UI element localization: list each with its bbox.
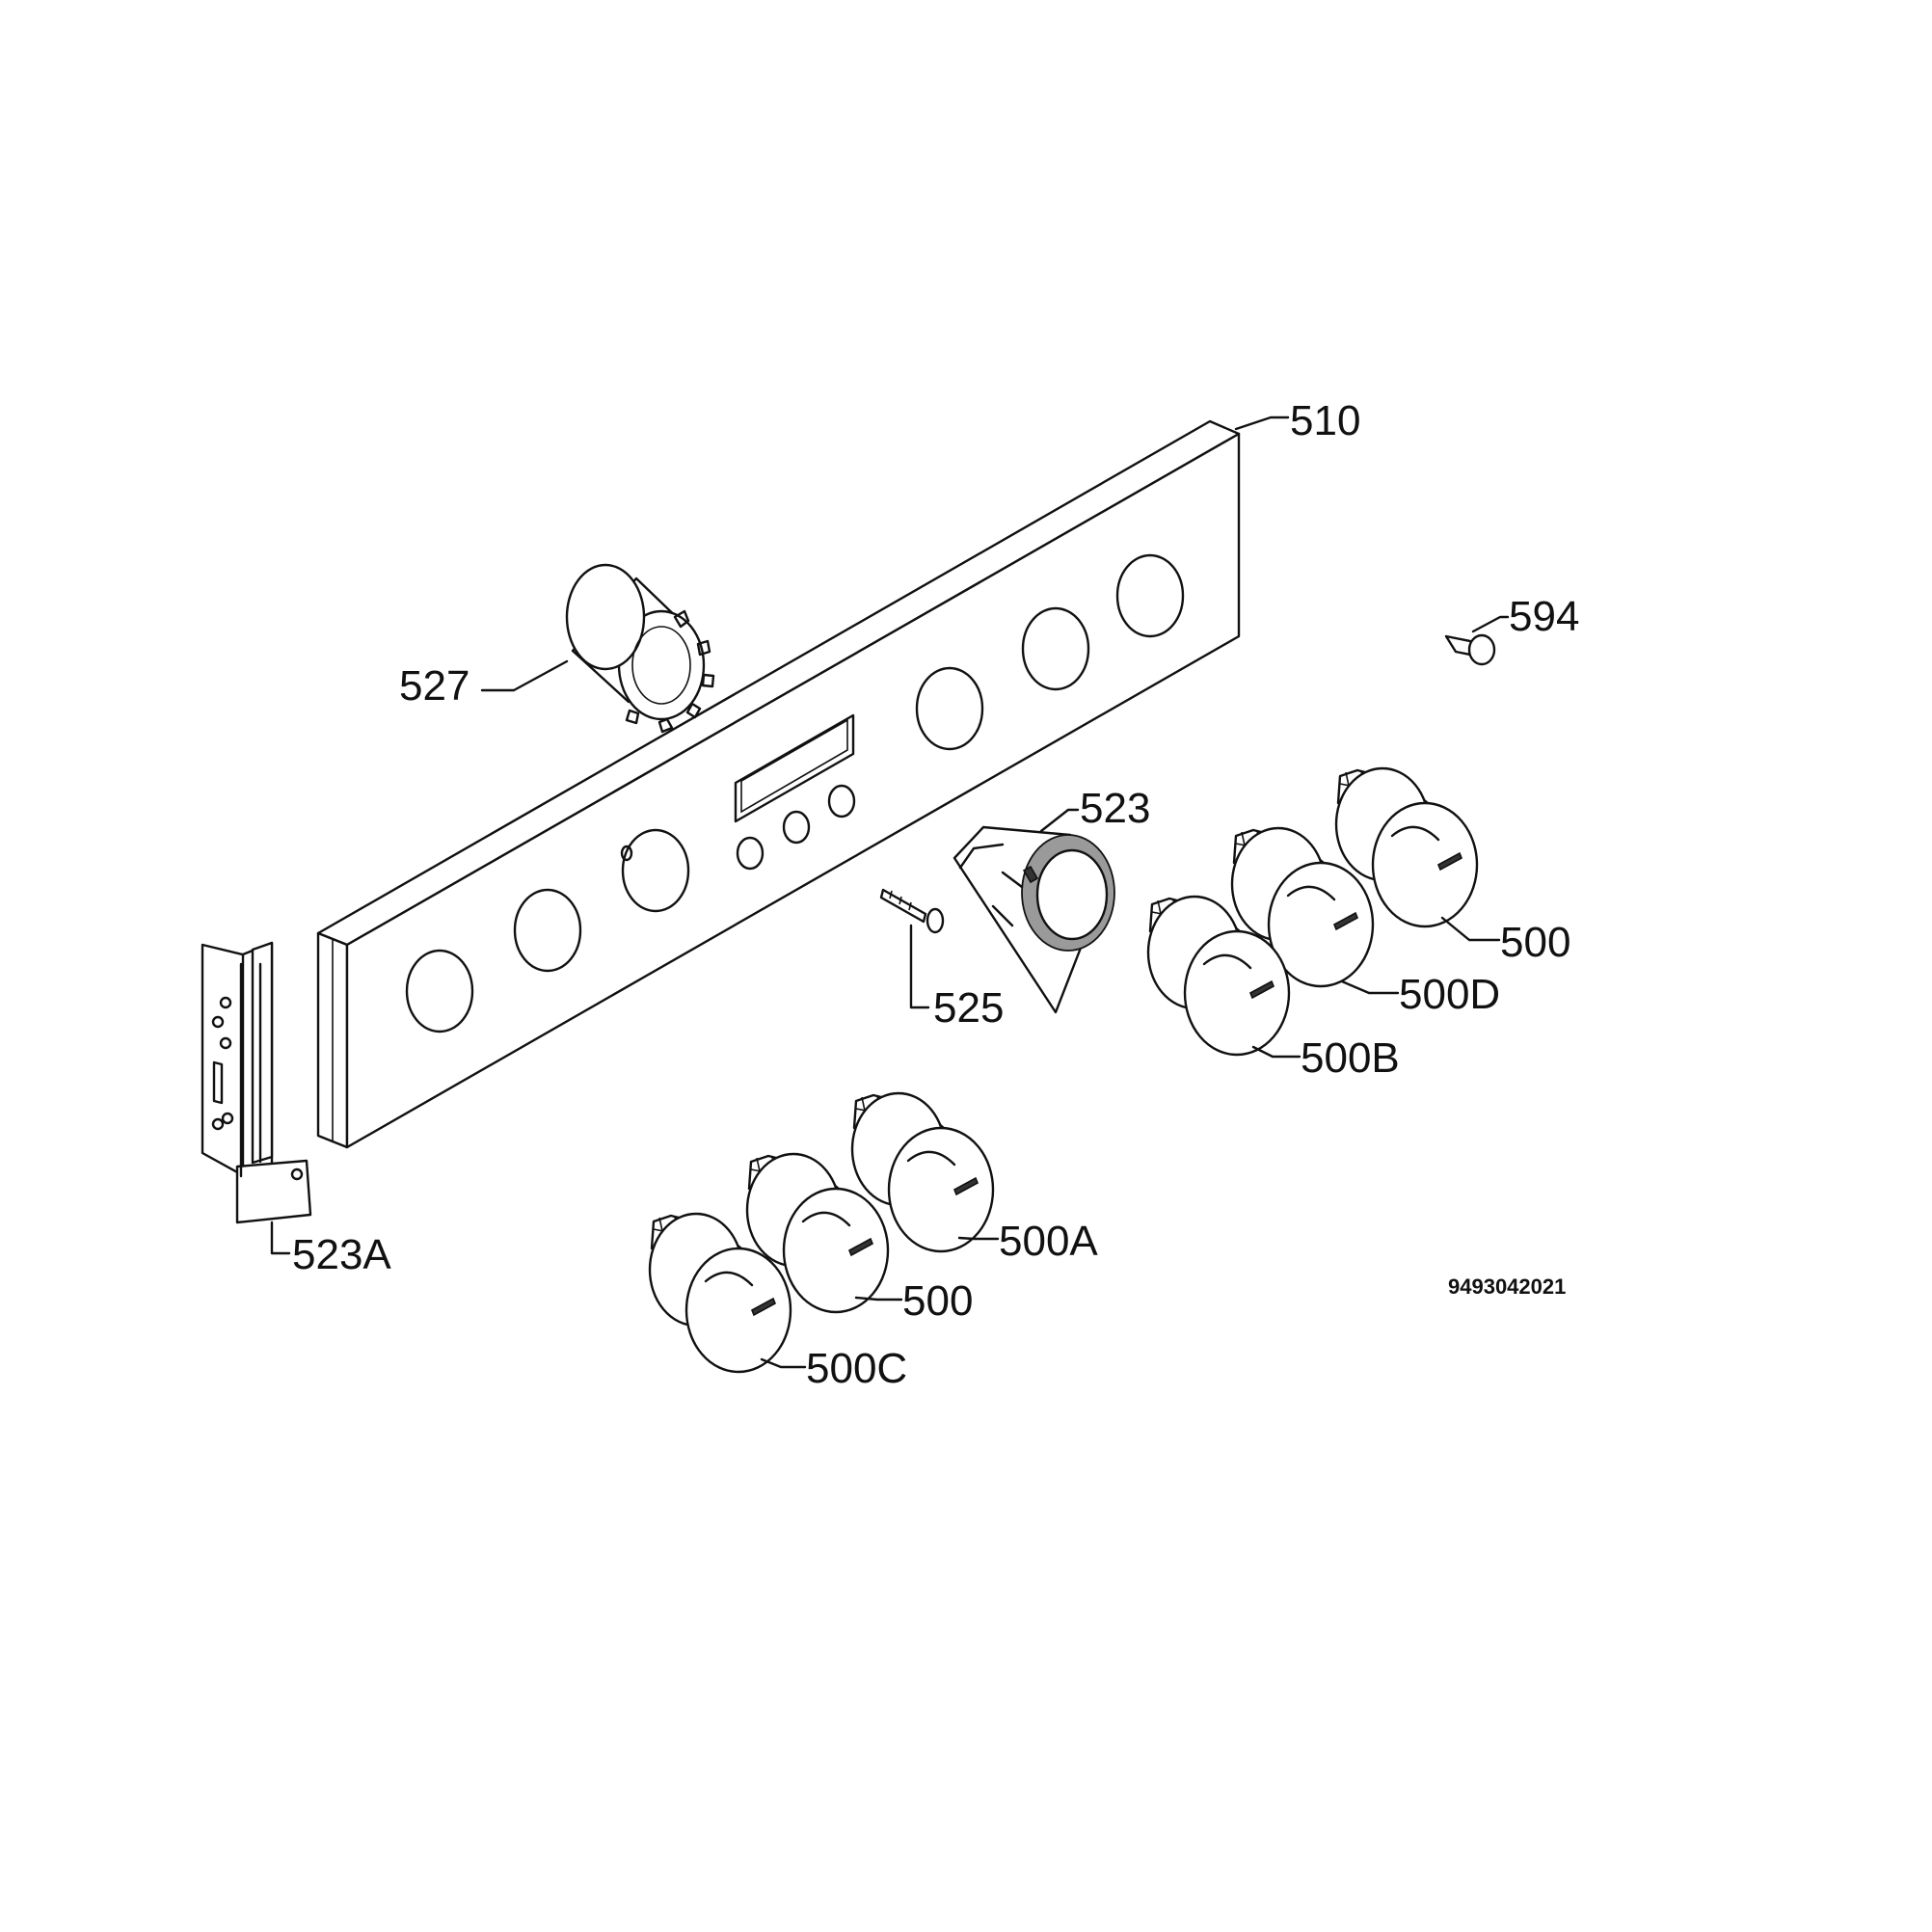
callout-523: 523	[1080, 785, 1150, 832]
leader-500D	[1340, 979, 1400, 995]
callout-500A: 500A	[999, 1218, 1098, 1265]
leader-594	[1471, 615, 1510, 633]
leader-500-left	[854, 1296, 903, 1301]
leader-500B	[1251, 1045, 1301, 1059]
leader-527	[480, 659, 569, 692]
mounting-bracket-523A	[201, 941, 312, 1224]
leader-500C	[760, 1357, 807, 1369]
callout-500-left: 500	[902, 1277, 973, 1325]
leader-510	[1234, 416, 1290, 431]
callout-500-right: 500	[1500, 919, 1570, 966]
callout-527: 527	[399, 662, 470, 710]
panel-indicator-hole	[620, 845, 633, 862]
callout-500B: 500B	[1301, 1034, 1400, 1082]
knob-bezel-523	[953, 825, 1115, 1014]
control-panel-510	[316, 419, 1241, 1149]
leader-500A	[957, 1236, 1000, 1241]
panel-button-holes	[736, 784, 856, 871]
callout-500D: 500D	[1399, 971, 1500, 1018]
leader-525	[909, 924, 930, 1009]
panel-display-window	[734, 713, 855, 823]
callout-594: 594	[1509, 593, 1579, 640]
leader-500-right	[1440, 916, 1501, 942]
document-number: 9493042021	[1448, 1275, 1566, 1299]
pin-594	[1444, 633, 1496, 666]
callout-500C: 500C	[806, 1345, 907, 1392]
leader-523A	[270, 1221, 291, 1255]
leader-523	[1039, 808, 1080, 833]
panel-knob-holes	[405, 553, 1185, 1033]
callout-525: 525	[933, 984, 1004, 1032]
callout-510: 510	[1290, 397, 1360, 444]
callout-523A: 523A	[292, 1231, 391, 1278]
knob-ring-527	[565, 563, 715, 734]
screw-525	[879, 888, 945, 934]
